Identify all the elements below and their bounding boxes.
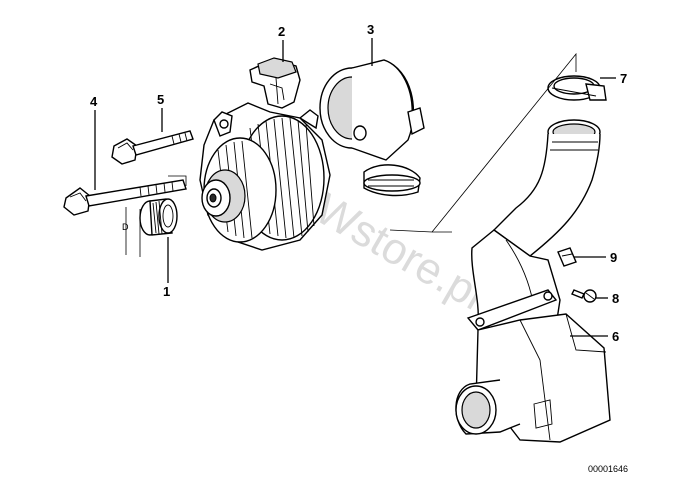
sleeve-part: D — [122, 198, 178, 257]
callout-8: 8 — [612, 291, 619, 306]
air-duct-part — [471, 119, 601, 339]
grouping-lines — [168, 52, 577, 233]
diagram-number: 00001646 — [588, 464, 628, 474]
leader-lines — [94, 38, 616, 337]
screw-part — [571, 289, 597, 303]
lower-housing-part — [455, 289, 611, 443]
clip-fastener-part — [557, 247, 577, 267]
dimension-label: D — [122, 222, 129, 232]
callout-6: 6 — [612, 329, 619, 344]
callout-3: 3 — [367, 22, 374, 37]
callout-1: 1 — [163, 284, 170, 299]
callout-7: 7 — [620, 71, 627, 86]
regulator-part — [249, 57, 301, 109]
long-bolt-part — [63, 179, 187, 216]
callout-9: 9 — [610, 250, 617, 265]
air-cover-part — [319, 59, 425, 197]
callout-4: 4 — [90, 94, 98, 109]
hose-clamp-part — [547, 75, 607, 101]
short-bolt-part — [111, 130, 194, 165]
callout-5: 5 — [157, 92, 164, 107]
callout-labels: 1 2 3 4 5 6 7 8 9 — [90, 22, 627, 344]
callout-2: 2 — [278, 24, 285, 39]
alternator-part — [199, 102, 331, 251]
